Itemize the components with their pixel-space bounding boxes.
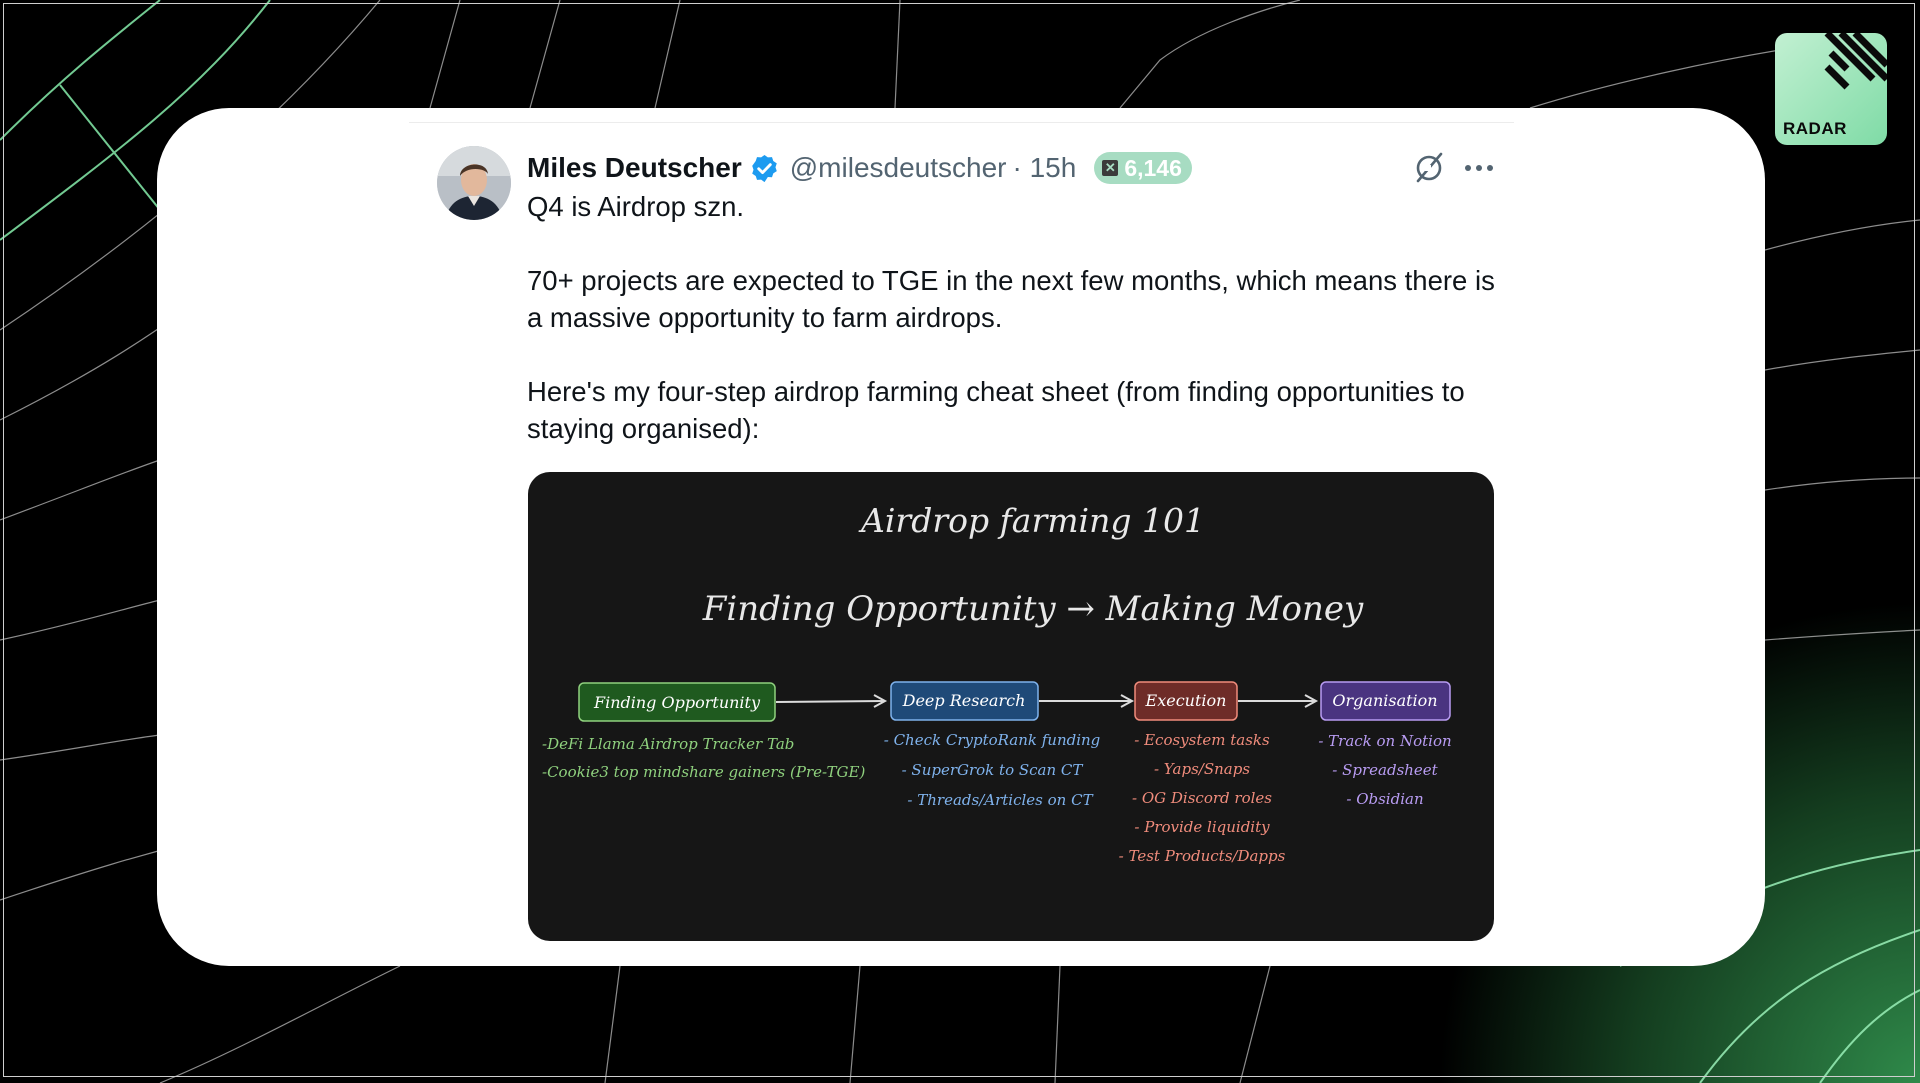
tweet-paragraph: Q4 is Airdrop szn. [527, 191, 745, 222]
tweet-card: Miles Deutscher @milesdeutscher · 15h ✕ … [157, 108, 1765, 966]
radar-logo: RADAR [1775, 33, 1887, 145]
step-item: - Ecosystem tasks [1134, 731, 1270, 749]
step-item: - Test Products/Dapps [1119, 847, 1286, 865]
step-label: Execution [1145, 691, 1227, 710]
author-handle[interactable]: @milesdeutscher [789, 152, 1007, 183]
x-logo-icon: ✕ [1102, 160, 1119, 176]
verified-badge-icon [751, 154, 777, 182]
step-item: - SuperGrok to Scan CT [902, 761, 1084, 779]
grok-icon[interactable] [1410, 148, 1448, 186]
post-time[interactable]: · 15h [1012, 152, 1077, 183]
step-label: Finding Opportunity [593, 693, 761, 712]
step-item: - Check CryptoRank funding [884, 731, 1101, 749]
author-name[interactable]: Miles Deutscher [527, 152, 742, 183]
step-item: -DeFi Llama Airdrop Tracker Tab [542, 735, 794, 753]
tweet-paragraph: Here's my four-step airdrop farming chea… [527, 376, 1465, 444]
tweet-media-image[interactable]: Airdrop farming 101 Finding Opportunity … [528, 472, 1494, 941]
diagram-subtitle: Finding Opportunity → Making Money [702, 589, 1364, 629]
tweet-paragraph: 70+ projects are expected to TGE in the … [527, 265, 1495, 333]
step-execution: Execution [1134, 681, 1238, 721]
step-organisation: Organisation [1320, 681, 1451, 721]
step-item: - Yaps/Snaps [1154, 760, 1250, 778]
step-item: - Threads/Articles on CT [907, 791, 1093, 809]
step-item: - Track on Notion [1318, 732, 1451, 750]
avatar-image [437, 146, 511, 220]
cheat-sheet-diagram: Airdrop farming 101 Finding Opportunity … [542, 501, 1452, 865]
step-item: - OG Discord roles [1132, 789, 1272, 807]
step-item: - Spreadsheet [1332, 761, 1438, 779]
radar-logo-text: RADAR [1783, 119, 1847, 138]
diagram-title: Airdrop farming 101 [858, 501, 1205, 540]
step-label: Organisation [1332, 691, 1437, 710]
step-item: -Cookie3 top mindshare gainers (Pre-TGE) [542, 763, 865, 781]
radar-stripes-icon [1824, 33, 1887, 90]
flow-arrows [775, 694, 1319, 708]
step-finding-opportunity: Finding Opportunity [578, 682, 776, 722]
step-item: - Obsidian [1346, 790, 1423, 808]
author-row: Miles Deutscher @milesdeutscher · 15h ✕ … [527, 148, 1192, 188]
score-badge: ✕ 6,146 [1094, 152, 1192, 184]
score-badge-count: 6,146 [1124, 154, 1182, 181]
more-horizontal-icon[interactable] [1459, 148, 1499, 186]
step-item: - Provide liquidity [1134, 818, 1270, 836]
avatar[interactable] [437, 146, 511, 220]
tweet-text: Q4 is Airdrop szn. 70+ projects are expe… [527, 188, 1517, 447]
step-deep-research: Deep Research [890, 681, 1039, 721]
divider [409, 122, 1514, 123]
step-label: Deep Research [902, 691, 1026, 710]
